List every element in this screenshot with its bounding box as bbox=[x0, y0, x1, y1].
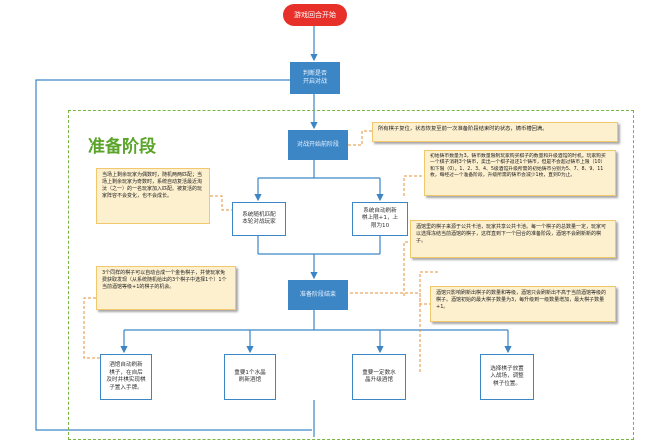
note-level: 酒馆只影响刷新出棋子的数量和等级，酒馆只会刷新出不高于当前酒馆等级的棋子。酒馆初… bbox=[430, 286, 616, 322]
bottom-box-2-label: 重要1个水晶 刷新酒馆 bbox=[234, 369, 266, 384]
note-match: 当场上剩余玩家为偶数时，随机两两匹配；当场上剩余玩家为奇数时，系统自动复活最近淘… bbox=[96, 168, 210, 224]
decide-label: 判断是否 开启对战 bbox=[302, 70, 327, 85]
decide-node[interactable]: 判断是否 开启对战 bbox=[290, 62, 340, 94]
section-title: 准备阶段 bbox=[88, 137, 156, 157]
coin-refresh-label: 系统自动刷新 棋上限+1，上 限为10 bbox=[361, 207, 399, 229]
note-coin: 初始铸币数量为3。铸币数量限制玩家购买棋子的数量和升级酒馆的时机。玩家购买一个棋… bbox=[424, 150, 616, 196]
note-reset: 所有棋子复位，状态恢复至前一次准备阶段结束时的状态，铸币槽回满。 bbox=[372, 122, 618, 142]
note-pool: 酒馆里的棋子来源于公共卡池，玩家共享公共卡池。每一个棋子的总数量一定，玩家可以选… bbox=[410, 220, 616, 258]
start-label: 游戏回合开始 bbox=[294, 11, 336, 19]
coin-refresh-box[interactable]: 系统自动刷新 棋上限+1，上 限为10 bbox=[352, 202, 408, 236]
bottom-box-3-label: 重要一定数水 晶升级酒馆 bbox=[362, 369, 396, 384]
game-round-start-node[interactable]: 游戏回合开始 bbox=[283, 4, 347, 26]
random-match-label: 系统随机匹配 本轮对战玩家 bbox=[242, 211, 276, 226]
bottom-box-1-label: 酒馆自动刷新 棋子，在自后 及时并棋实现棋 子置入手牌。 bbox=[106, 362, 146, 391]
reset-label: 对战开始前阶段 bbox=[296, 141, 339, 148]
match-process-node[interactable]: 准备阶段结束 bbox=[288, 280, 348, 310]
bottom-box-4-label: 选择棋子放置 入战场，调整 棋子位置。 bbox=[490, 365, 524, 387]
random-match-box[interactable]: 系统随机匹配 本轮对战玩家 bbox=[232, 202, 286, 236]
bottom-box-2[interactable]: 重要1个水晶 刷新酒馆 bbox=[224, 354, 276, 400]
bottom-box-1[interactable]: 酒馆自动刷新 棋子，在自后 及时并棋实现棋 子置入手牌。 bbox=[100, 354, 152, 400]
note-triple: 3个同样的棋子可以自动合成一个金色棋子，并使玩家免费获取发现（从系统随机给出的3… bbox=[96, 266, 236, 310]
reset-process-node[interactable]: 对战开始前阶段 bbox=[288, 130, 348, 160]
bottom-box-4[interactable]: 选择棋子放置 入战场，调整 棋子位置。 bbox=[480, 354, 534, 400]
bottom-box-3[interactable]: 重要一定数水 晶升级酒馆 bbox=[352, 354, 406, 400]
match-label: 准备阶段结束 bbox=[299, 291, 336, 298]
